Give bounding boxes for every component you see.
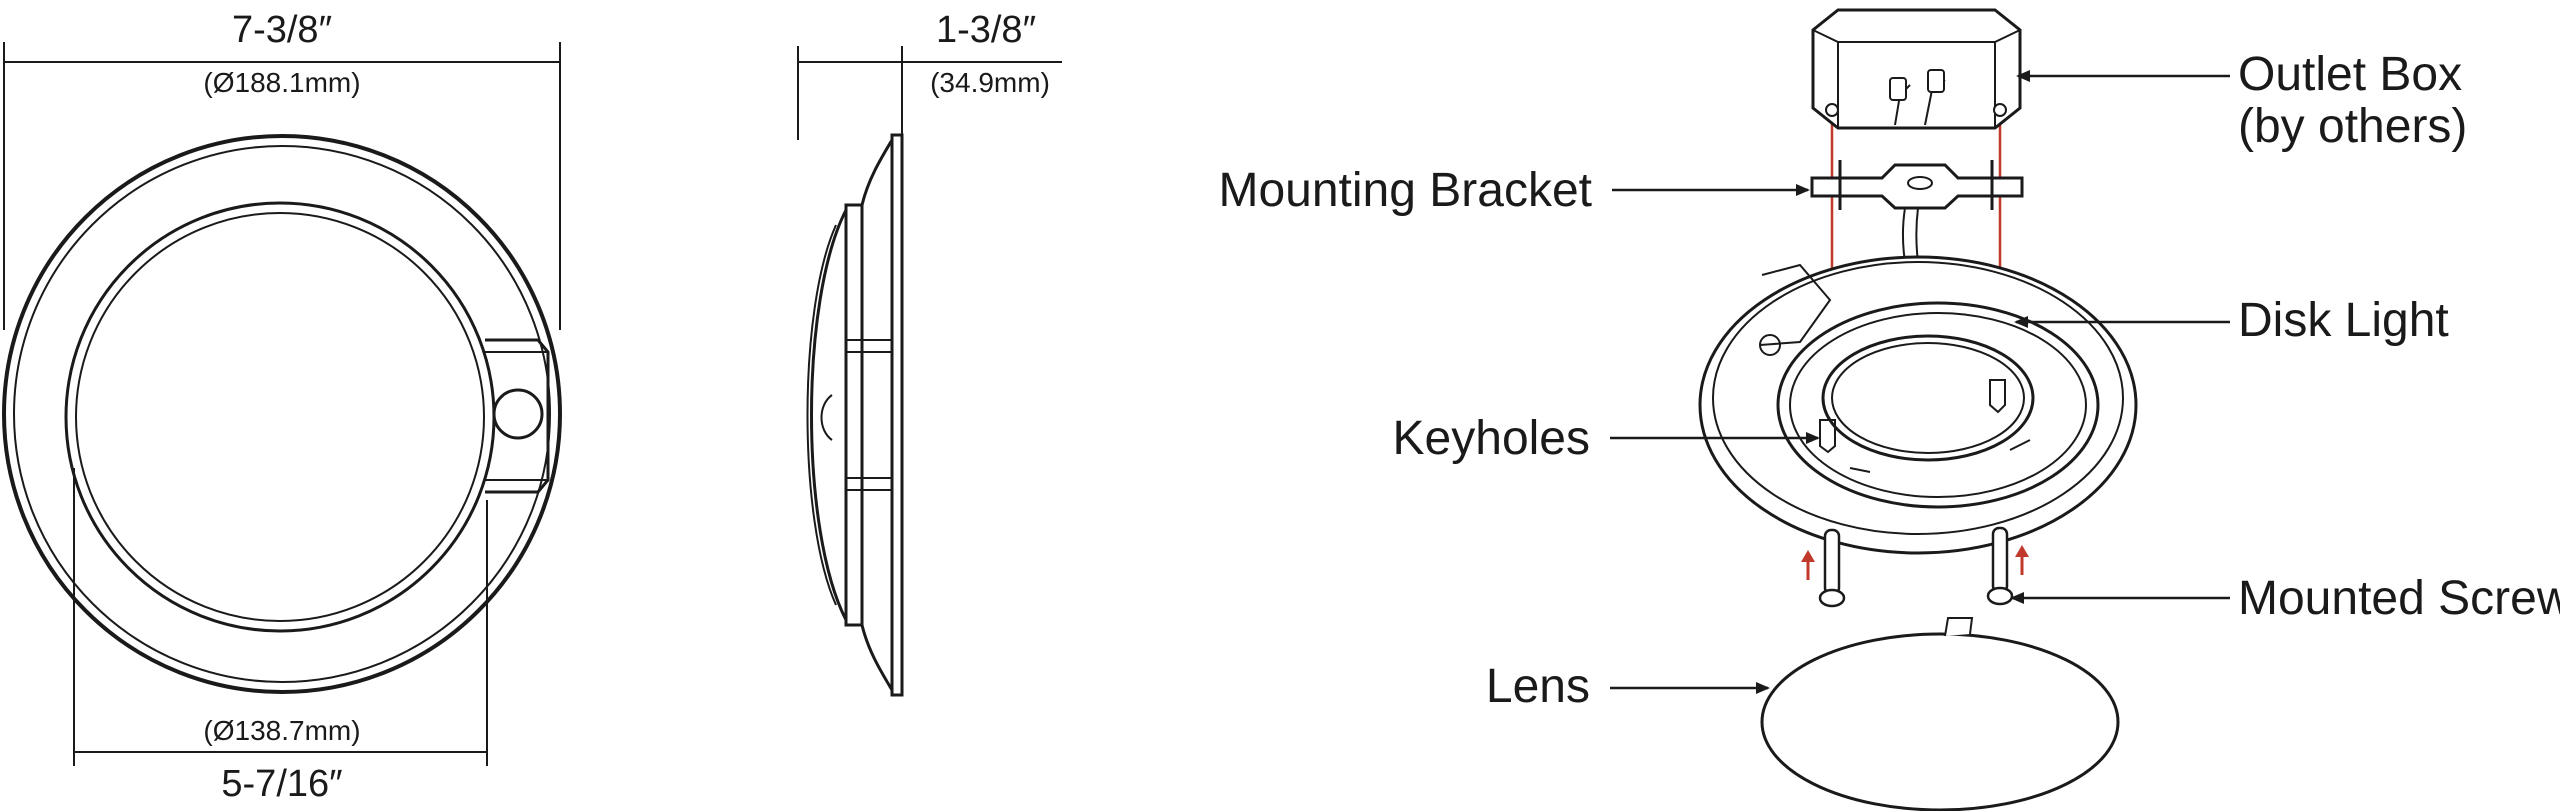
disk-light-label: Disk Light <box>2238 294 2449 347</box>
outer-diameter-inches: 7-3/8″ <box>232 9 332 51</box>
depth-dimension <box>797 46 1062 140</box>
callout-lines <box>1610 70 2230 694</box>
outlet-box-label-note: (by others) <box>2238 100 2467 153</box>
mounted-screw-label: Mounted Screw <box>2238 572 2560 625</box>
lens-label: Lens <box>1486 660 1590 713</box>
exploded-view: Outlet Box (by others) Mounting Bracket … <box>1218 8 2560 811</box>
outer-diameter-dimension <box>3 42 561 330</box>
inner-diameter-inches: 5-7/16″ <box>221 763 342 805</box>
outlet-box-drawing <box>1811 8 2022 130</box>
front-view: 7-3/8″ (Ø188.1mm) (Ø138.7mm) 5-7/16″ <box>2 9 562 805</box>
sensor-icon <box>492 388 544 440</box>
insert-arrows <box>1801 545 2029 580</box>
outer-diameter-mm: (Ø188.1mm) <box>203 67 360 98</box>
lens-drawing <box>1760 617 2120 811</box>
depth-inches: 1-3/8″ <box>936 9 1036 51</box>
disk-front-drawing <box>2 134 562 694</box>
side-view: 1-3/8″ (34.9mm) <box>797 9 1062 697</box>
disk-side-drawing <box>806 133 904 697</box>
depth-mm: (34.9mm) <box>930 67 1050 98</box>
mounted-screws-drawing <box>1818 526 2014 608</box>
inner-diameter-dimension <box>73 468 488 766</box>
outlet-box-label: Outlet Box <box>2238 48 2462 101</box>
disk-light-drawing <box>1698 255 2138 555</box>
inner-diameter-mm: (Ø138.7mm) <box>203 715 360 746</box>
mounting-bracket-label: Mounting Bracket <box>1218 164 1592 217</box>
keyholes-label: Keyholes <box>1393 412 1590 465</box>
